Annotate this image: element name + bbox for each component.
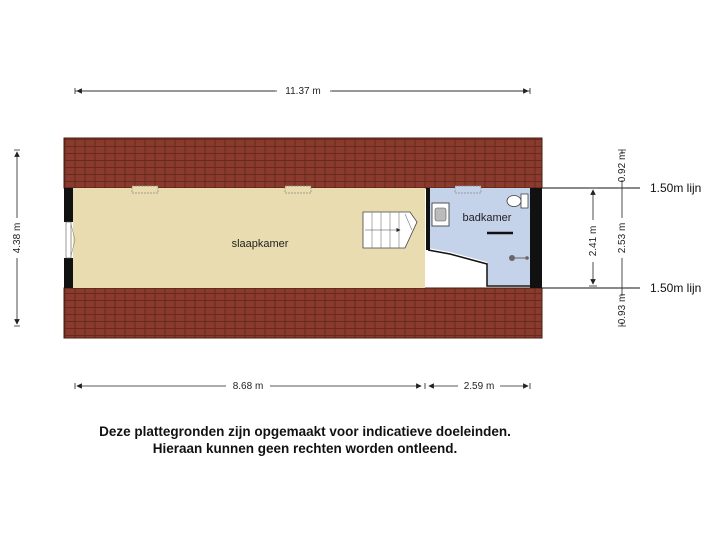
left-window xyxy=(65,221,72,259)
dimension-chain-right: 0.92 m 2.53 m 0.93 m xyxy=(616,149,628,327)
toilet-icon xyxy=(506,193,529,209)
svg-text:0.92 m: 0.92 m xyxy=(617,152,628,183)
dimension-right-section: 2.59 m xyxy=(428,381,531,392)
right-wall xyxy=(530,188,542,288)
skylight-1 xyxy=(131,185,159,194)
height-line-label-lower: 1.50m lijn xyxy=(650,281,701,295)
skylight-2 xyxy=(284,185,312,194)
height-line-label-upper: 1.50m lijn xyxy=(650,181,701,195)
svg-text:2.53 m: 2.53 m xyxy=(617,223,628,254)
room-label-bathroom: badkamer xyxy=(463,212,512,224)
svg-text:8.68 m: 8.68 m xyxy=(233,381,264,392)
svg-text:2.41 m: 2.41 m xyxy=(588,226,599,257)
staircase xyxy=(362,211,418,249)
bathroom-walls xyxy=(426,188,530,287)
disclaimer-line-2: Hieraan kunnen geen rechten worden ontle… xyxy=(152,441,458,456)
shower-icon xyxy=(509,255,529,261)
left-wall-upper xyxy=(64,188,73,222)
dimension-left-section: 8.68 m xyxy=(74,381,426,392)
room-label-bedroom: slaapkamer xyxy=(232,238,289,250)
dimension-bath-depth: 2.41 m xyxy=(588,187,599,287)
disclaimer-line-1: Deze plattegronden zijn opgemaakt voor i… xyxy=(99,424,511,439)
dimension-overall-width: 11.37 m xyxy=(74,86,531,97)
svg-text:4.38 m: 4.38 m xyxy=(12,223,23,254)
svg-text:11.37 m: 11.37 m xyxy=(285,86,320,97)
sink-icon xyxy=(431,202,450,227)
svg-text:2.59 m: 2.59 m xyxy=(464,381,495,392)
svg-text:0.93 m: 0.93 m xyxy=(617,294,628,325)
roof-bottom xyxy=(63,287,543,339)
skylight-3 xyxy=(454,185,482,194)
dimension-overall-depth: 4.38 m xyxy=(12,149,23,327)
left-wall-lower xyxy=(64,258,73,288)
bathroom-floor xyxy=(428,188,530,285)
roof-top xyxy=(63,137,543,189)
